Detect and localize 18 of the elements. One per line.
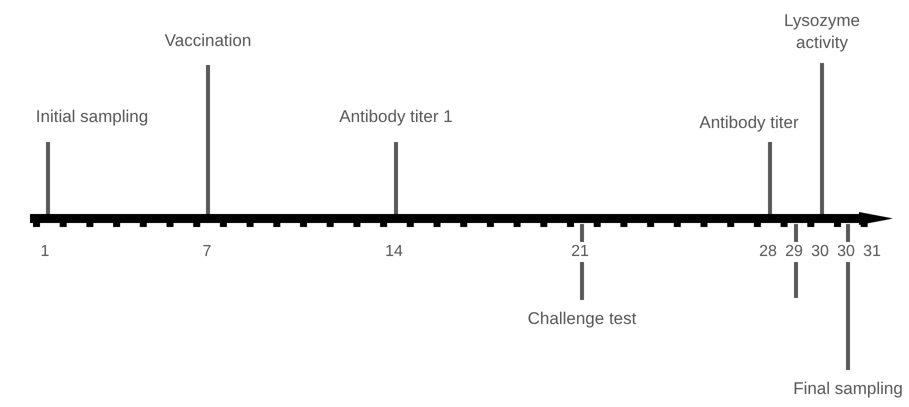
leader-line <box>206 65 210 214</box>
day-number: 21 <box>570 242 590 262</box>
leader-line <box>820 63 824 214</box>
event-label: Initial sampling <box>36 106 148 128</box>
leader-line <box>580 224 584 300</box>
leader-line <box>768 142 772 214</box>
event-label: Vaccination <box>164 30 252 52</box>
day-number: 30 <box>836 242 856 262</box>
event-label: Lysozyme activity <box>772 10 872 54</box>
leader-line <box>394 142 398 214</box>
event-label: Final sampling <box>793 378 903 400</box>
event-label: Antibody titer <box>699 112 799 134</box>
event-label: Antibody titer 1 <box>339 106 453 128</box>
day-number: 29 <box>784 242 804 262</box>
leader-line <box>46 142 50 214</box>
leader-line <box>846 224 850 370</box>
timeline-arrow <box>30 212 893 228</box>
event-label: Challenge test <box>528 308 636 330</box>
